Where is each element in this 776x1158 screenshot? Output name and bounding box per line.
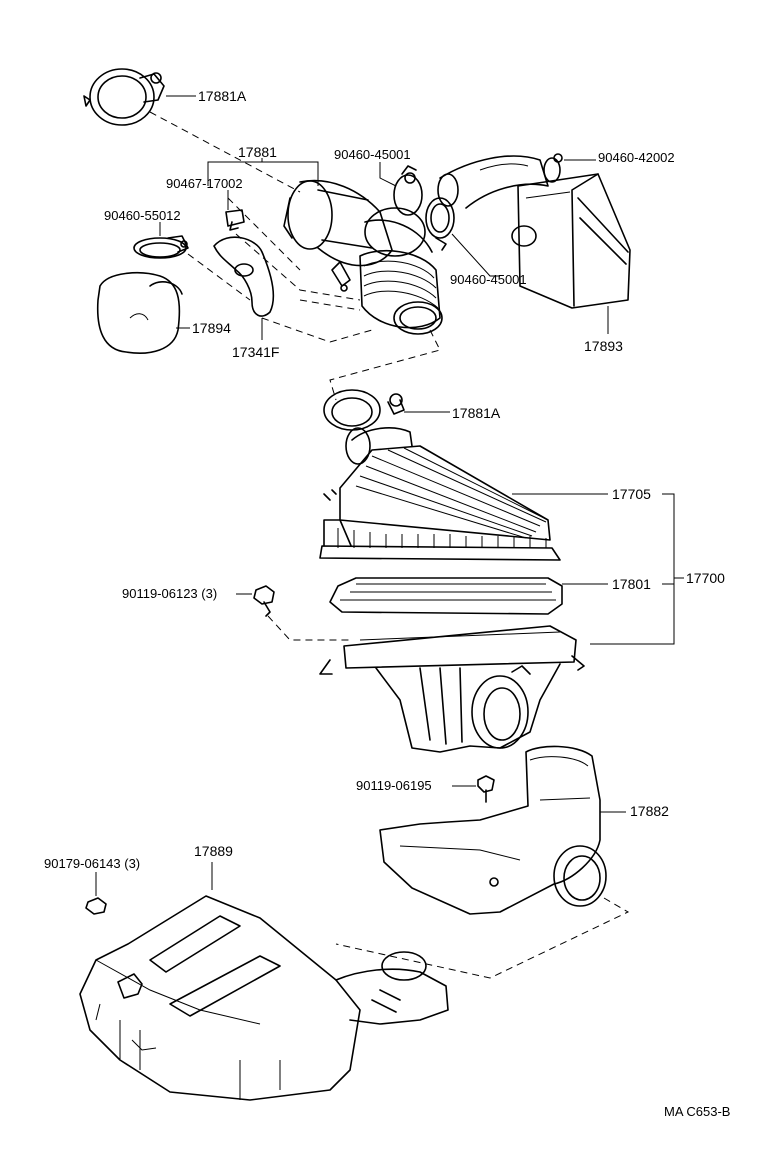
callout-17889: 17889: [194, 843, 233, 859]
resonator-box-17889: [79, 895, 449, 1101]
callout-17893: 17893: [584, 338, 623, 354]
callout-17894: 17894: [192, 320, 231, 336]
air-intake-hose-17881: [283, 179, 443, 335]
connection-lines-lower: [335, 897, 630, 979]
callout-90119-06195: 90119-06195: [356, 778, 432, 793]
callout-90467-17002: 90467-17002: [166, 176, 243, 191]
breather-hose-17341f: [213, 236, 275, 317]
hose-90460-42002-section: [437, 153, 563, 209]
callout-17881: 17881: [238, 144, 277, 160]
callout-17881a-middle: 17881A: [452, 405, 501, 421]
diagram-code: MA C653-B: [664, 1104, 731, 1119]
hose-clamp-90460-55012: [133, 235, 189, 259]
callout-90460-45001-bottom: 90460-45001: [450, 272, 527, 287]
callout-90460-42002: 90460-42002: [598, 150, 675, 165]
callout-17881a-top: 17881A: [198, 88, 247, 104]
clip-90467-17002: [225, 209, 245, 231]
connection-line-bolt: [267, 615, 350, 641]
hose-clamp-90460-45001-a: [393, 165, 423, 216]
callout-17341f: 17341F: [232, 344, 280, 360]
air-cleaner-case: [319, 625, 585, 753]
hose-clamp-17881a-mid: [323, 389, 405, 431]
callout-90460-55012: 90460-55012: [104, 208, 181, 223]
callout-90460-45001-top: 90460-45001: [334, 147, 411, 162]
nut-90179-06143: [85, 897, 107, 915]
hose-clamp-17881a-top: [83, 68, 165, 126]
leader-lines: [95, 95, 684, 896]
resonator-17893: [511, 173, 631, 309]
callout-17705: 17705: [612, 486, 651, 502]
callout-90119-06123: 90119-06123 (3): [122, 586, 218, 601]
callout-90179-06143: 90179-06143 (3): [44, 856, 141, 871]
air-duct-17882: [379, 745, 607, 915]
filter-element-17801: [329, 577, 563, 615]
bolt-90119-06195: [477, 775, 495, 803]
air-cleaner-cap-17705: [319, 427, 561, 561]
bolt-90119-06123: [253, 585, 275, 617]
callout-17882: 17882: [630, 803, 669, 819]
callout-17801: 17801: [612, 576, 651, 592]
callout-17700: 17700: [686, 570, 725, 586]
connection-lines-top: [149, 111, 441, 401]
hose-17894: [96, 272, 183, 354]
